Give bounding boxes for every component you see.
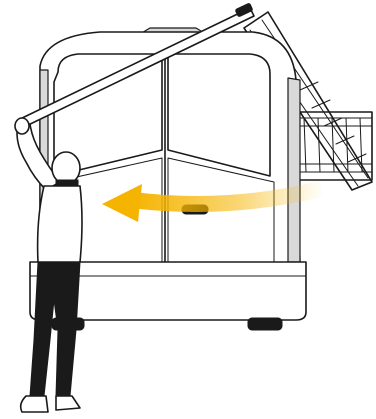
hand-icon (15, 118, 29, 134)
head (52, 152, 80, 184)
